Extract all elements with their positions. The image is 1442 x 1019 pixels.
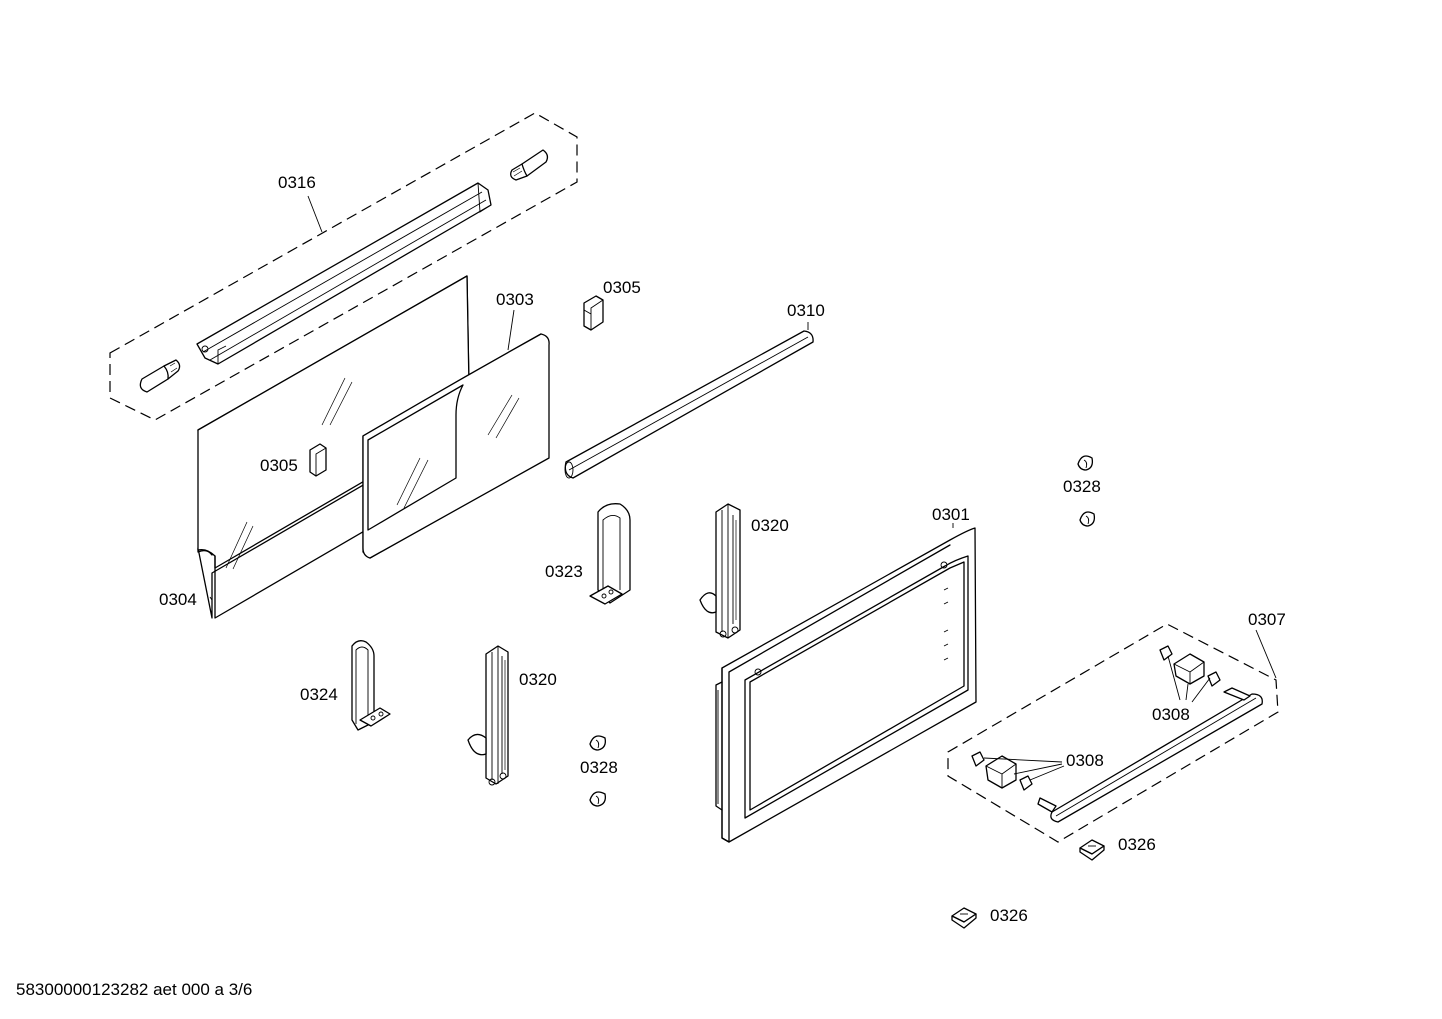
clip-0326-lower (951, 907, 977, 929)
cap-0328-lower-b (589, 791, 606, 807)
label-0328-lower: 0328 (580, 758, 618, 777)
spacer-bolt-right (510, 149, 549, 181)
door-frame-0301 (715, 523, 977, 843)
label-0326-lower: 0326 (990, 906, 1028, 925)
spacer-bolt-left (139, 359, 181, 393)
hinge-0320-right (699, 503, 741, 639)
label-0320-right: 0320 (751, 516, 789, 535)
end-cap-block-right (1173, 653, 1205, 685)
end-cap-block-left (985, 755, 1017, 789)
bracket-0324 (351, 640, 391, 731)
label-0324: 0324 (300, 685, 338, 704)
label-0310: 0310 (787, 301, 825, 320)
label-0303: 0303 (496, 290, 534, 309)
label-0304: 0304 (159, 590, 197, 609)
label-0305-lower: 0305 (260, 456, 298, 475)
label-0316: 0316 (278, 173, 316, 192)
label-0308-lower: 0308 (1066, 751, 1104, 770)
hinge-0320-left (467, 645, 509, 786)
label-0328-upper: 0328 (1063, 477, 1101, 496)
label-0307: 0307 (1248, 610, 1286, 629)
label-0305-upper: 0305 (603, 278, 641, 297)
document-code: 58300000123282 aet 000 a 3/6 (16, 980, 253, 999)
label-0320-left: 0320 (519, 670, 557, 689)
glass-clip-0305-lower (309, 443, 327, 477)
handle-bar (1050, 693, 1263, 823)
dashed-group-outline-0316 (109, 112, 578, 421)
label-0308-upper: 0308 (1152, 705, 1190, 724)
cap-0328-upper-b (1079, 511, 1096, 527)
part-group-0316 (109, 112, 578, 421)
dashed-group-outline-0307 (947, 623, 1279, 843)
rod-0310 (564, 322, 814, 479)
clip-0326-upper (1079, 839, 1105, 861)
cap-0328-lower-a (589, 735, 606, 751)
cap-0328-upper-a (1077, 455, 1094, 471)
label-0323: 0323 (545, 562, 583, 581)
label-0326-upper: 0326 (1118, 835, 1156, 854)
glass-pane-0303 (362, 309, 550, 559)
glass-clip-0305-upper (583, 295, 604, 331)
label-0301: 0301 (932, 505, 970, 524)
part-group-0307 (947, 623, 1279, 843)
bracket-0323 (589, 503, 631, 605)
